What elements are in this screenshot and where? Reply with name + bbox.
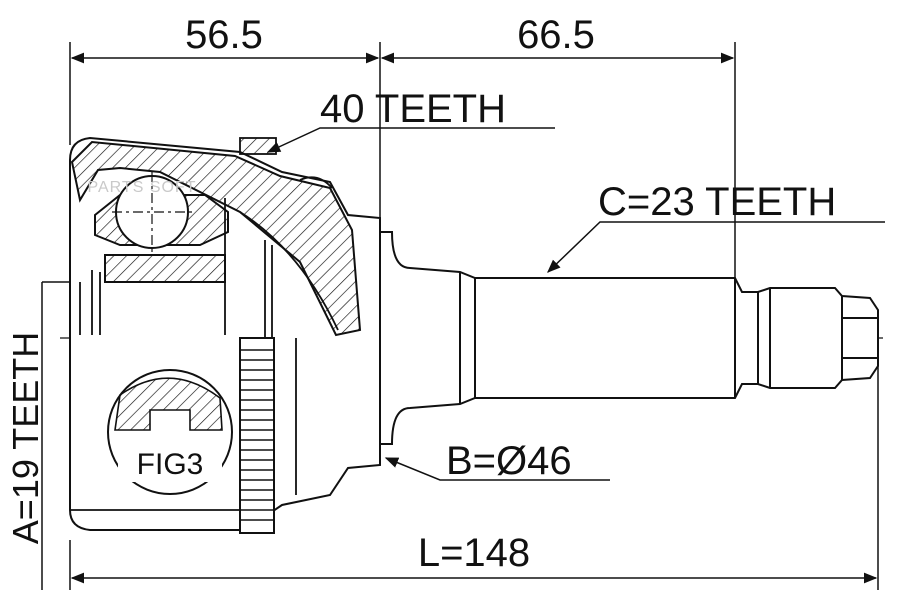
outer-teeth-tab [239, 137, 277, 155]
dim-56-5-label: 56.5 [185, 13, 263, 57]
spline-teeth-leader [547, 221, 885, 273]
seal-diameter-leader [384, 457, 610, 481]
outer-teeth-label: 40 TEETH [320, 87, 506, 131]
spline-teeth-label: C=23 TEETH [598, 180, 836, 224]
total-length-label: L=148 [418, 531, 530, 575]
fig3-label: FIG3 [137, 448, 204, 481]
ball-upper [112, 172, 192, 252]
dim-66-5-label: 66.5 [517, 13, 595, 57]
outer-teeth-leader [266, 127, 555, 153]
seal-diameter-label: B=Ø46 [446, 439, 572, 483]
shaft [379, 231, 879, 445]
boot-lip [299, 176, 333, 189]
fig3-label-bg [118, 442, 222, 482]
housing-section-upper [70, 140, 362, 337]
shaft-outline [379, 231, 879, 445]
watermark: PARTS SOFT [88, 179, 197, 196]
inner-race-section [104, 254, 226, 283]
abs-tone-ring [239, 337, 275, 534]
inner-teeth-label: A=19 TEETH [5, 332, 46, 544]
